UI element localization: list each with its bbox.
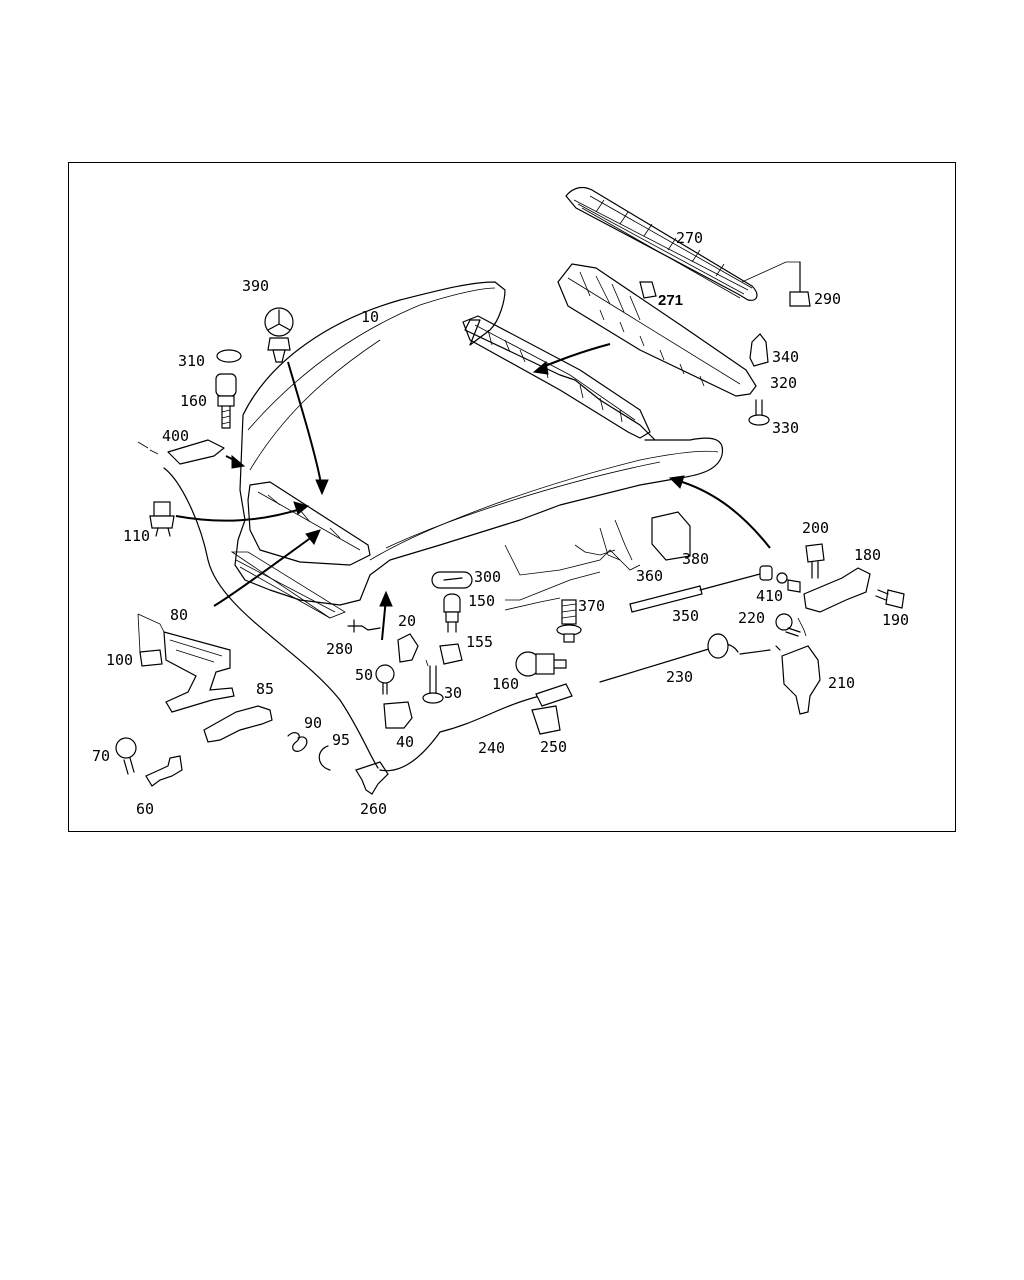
label-410: 410 bbox=[756, 587, 783, 605]
hood-panel bbox=[230, 281, 724, 619]
bolt-200 bbox=[805, 543, 825, 579]
rubber-buffer-160-mid bbox=[515, 651, 567, 677]
label-110: 110 bbox=[123, 527, 150, 545]
lock-20 bbox=[397, 633, 419, 663]
label-190: 190 bbox=[882, 611, 909, 629]
label-250: 250 bbox=[540, 738, 567, 756]
bolt-30 bbox=[422, 665, 444, 704]
label-360: 360 bbox=[636, 567, 663, 585]
label-270: 270 bbox=[676, 229, 703, 247]
seal-300 bbox=[431, 571, 473, 589]
spring-90 bbox=[287, 732, 308, 752]
clip-250 bbox=[531, 705, 561, 735]
label-160-left: 160 bbox=[180, 392, 207, 410]
label-330: 330 bbox=[772, 419, 799, 437]
label-80: 80 bbox=[170, 606, 188, 624]
label-30: 30 bbox=[444, 684, 462, 702]
hinge-arm-85 bbox=[203, 705, 273, 743]
label-20: 20 bbox=[398, 612, 416, 630]
label-95: 95 bbox=[332, 731, 350, 749]
label-340: 340 bbox=[772, 348, 799, 366]
label-300: 300 bbox=[474, 568, 501, 586]
leader-lines bbox=[137, 261, 807, 667]
bolt-370 bbox=[556, 599, 582, 643]
clip-95 bbox=[318, 745, 331, 771]
label-10: 10 bbox=[361, 308, 379, 326]
label-350: 350 bbox=[672, 607, 699, 625]
screw-220 bbox=[775, 613, 801, 637]
screw-290 bbox=[789, 261, 811, 307]
label-220: 220 bbox=[738, 609, 765, 627]
label-400: 400 bbox=[162, 427, 189, 445]
label-280: 280 bbox=[326, 640, 353, 658]
label-230: 230 bbox=[666, 668, 693, 686]
cable-end-400 bbox=[137, 441, 159, 455]
label-155: 155 bbox=[466, 633, 493, 651]
label-320: 320 bbox=[770, 374, 797, 392]
label-240: 240 bbox=[478, 739, 505, 757]
label-260: 260 bbox=[360, 800, 387, 818]
clip-260 bbox=[355, 761, 389, 795]
nut-155 bbox=[439, 643, 463, 665]
clip-110 bbox=[149, 501, 175, 537]
part-labels: 10 20 30 40 50 60 70 80 85 90 95 100 110… bbox=[92, 229, 909, 818]
clip-280 bbox=[347, 619, 381, 633]
label-271: 271 bbox=[658, 292, 683, 309]
hinge-bolt-100 bbox=[139, 649, 163, 667]
label-60: 60 bbox=[136, 800, 154, 818]
label-210: 210 bbox=[828, 674, 855, 692]
bolt-190 bbox=[875, 589, 905, 609]
hinge-80 bbox=[163, 631, 235, 713]
release-cable-230-240 bbox=[163, 467, 781, 772]
screw-330 bbox=[748, 399, 770, 426]
buffer-150 bbox=[443, 593, 461, 633]
pin-410 bbox=[776, 572, 801, 593]
clip-271 bbox=[639, 281, 657, 299]
pad-400 bbox=[167, 439, 225, 465]
washer-310 bbox=[216, 349, 242, 363]
rubber-buffer-160-left bbox=[215, 373, 237, 429]
label-100: 100 bbox=[106, 651, 133, 669]
label-380: 380 bbox=[682, 550, 709, 568]
grille-frame-320 bbox=[557, 263, 757, 397]
label-160-mid: 160 bbox=[492, 675, 519, 693]
latch-40 bbox=[383, 701, 413, 729]
holder-60 bbox=[145, 755, 183, 787]
pad-380 bbox=[651, 511, 691, 561]
label-180: 180 bbox=[854, 546, 881, 564]
label-150: 150 bbox=[468, 592, 495, 610]
grille-270 bbox=[565, 186, 758, 301]
gas-strut-350 bbox=[629, 565, 773, 613]
label-90: 90 bbox=[304, 714, 322, 732]
hood-star-emblem bbox=[264, 307, 294, 363]
diagram-frame bbox=[68, 162, 956, 832]
label-390: 390 bbox=[242, 277, 269, 295]
clip-340 bbox=[749, 333, 769, 367]
label-310: 310 bbox=[178, 352, 205, 370]
bolt-50 bbox=[375, 664, 395, 695]
cable-sleeve-240 bbox=[535, 683, 573, 707]
label-290: 290 bbox=[814, 290, 841, 308]
release-handle-210 bbox=[781, 645, 821, 715]
label-370: 370 bbox=[578, 597, 605, 615]
label-40: 40 bbox=[396, 733, 414, 751]
label-85: 85 bbox=[256, 680, 274, 698]
bracket-180 bbox=[803, 567, 871, 613]
assembly-arrows bbox=[175, 343, 771, 641]
label-70: 70 bbox=[92, 747, 110, 765]
bolt-70 bbox=[115, 737, 137, 775]
label-50: 50 bbox=[355, 666, 373, 684]
label-200: 200 bbox=[802, 519, 829, 537]
